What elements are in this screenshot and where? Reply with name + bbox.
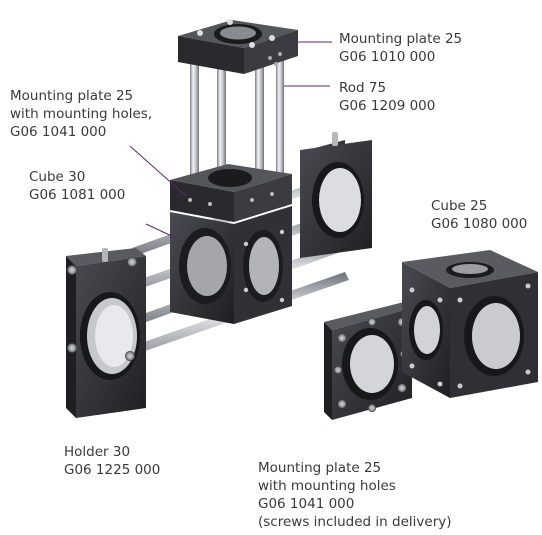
callout-mpl-name: Mounting plate 25 <box>10 88 134 104</box>
callout-mpb-code: G06 1041 000 <box>258 496 355 512</box>
holder-30 <box>66 248 146 418</box>
callout-cube30: Cube 30 G06 1081 000 <box>29 168 125 204</box>
middle-mounting-plate <box>170 164 292 222</box>
callout-mpb-note: (screws included in delivery) <box>258 514 452 530</box>
leader-lines <box>129 41 332 239</box>
callout-cube30-name: Cube 30 <box>29 169 86 185</box>
callout-mpl-desc: with mounting holes, <box>10 106 153 122</box>
callout-holder30-name: Holder 30 <box>64 444 131 460</box>
vertical-rods <box>190 46 284 198</box>
callout-rod: Rod 75 G06 1209 000 <box>339 79 435 115</box>
top-mounting-plate <box>178 19 298 74</box>
leader-line-cube30 <box>145 223 177 239</box>
callout-mpb-name: Mounting plate 25 <box>258 460 382 476</box>
callout-holder30-code: G06 1225 000 <box>64 462 161 478</box>
callout-cube30-code: G06 1081 000 <box>29 187 126 203</box>
callout-mounting-plate-top-code: G06 1010 000 <box>339 49 436 65</box>
callout-mpb-desc: with mounting holes <box>258 478 396 494</box>
callout-mounting-plate-top-name: Mounting plate 25 <box>339 31 463 47</box>
callout-cube25-code: G06 1080 000 <box>431 216 528 232</box>
callout-mpl-code: G06 1041 000 <box>10 124 107 140</box>
callout-mounting-plate-holes-bottom: Mounting plate 25 with mounting holes G0… <box>258 459 452 531</box>
callout-cube25-name: Cube 25 <box>431 198 488 214</box>
callout-rod-code: G06 1209 000 <box>339 98 436 114</box>
cube-30 <box>170 206 292 324</box>
callout-holder30: Holder 30 G06 1225 000 <box>64 443 160 479</box>
rear-holder-plate <box>300 132 372 258</box>
cube-25 <box>402 250 538 398</box>
callout-cube25: Cube 25 G06 1080 000 <box>431 197 527 233</box>
leader-line-middle-plate <box>129 145 187 197</box>
callout-mounting-plate-top: Mounting plate 25 G06 1010 000 <box>339 30 462 66</box>
callout-mounting-plate-holes-left: Mounting plate 25 with mounting holes, G… <box>10 87 152 141</box>
callout-rod-name: Rod 75 <box>339 80 387 96</box>
loose-mounting-plate <box>324 302 412 420</box>
